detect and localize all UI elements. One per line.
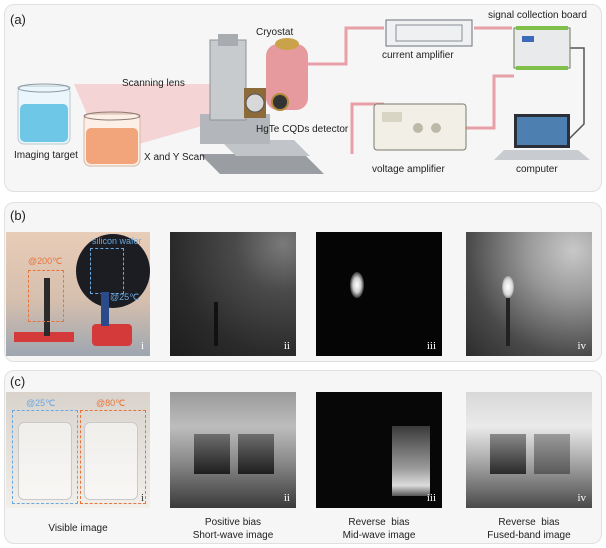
- red-clamp-left: [14, 332, 74, 342]
- c-ii-beaker-right: [238, 434, 274, 474]
- b-visible-photo: @200℃ silicon wafer @25℃ i: [6, 232, 150, 356]
- b-iii-hotspot: [350, 272, 364, 298]
- caption-short-wave-l2: Short-wave image: [192, 530, 274, 541]
- caption-fused-l2: Fused-band image: [487, 530, 571, 541]
- detector-label: HgTe CQDs detector: [256, 124, 349, 135]
- orange-beaker-icon: [83, 111, 141, 167]
- current-amplifier-icon: [385, 19, 473, 47]
- red-clamp-right: [92, 324, 132, 346]
- xy-scan-label: X and Y Scan: [144, 152, 205, 163]
- scanning-lens-icon: [244, 88, 266, 118]
- b-short-wave-image: ii: [170, 232, 296, 356]
- tag-25-box: [12, 410, 78, 504]
- signal-board-icon: [513, 26, 571, 70]
- tag-80-box: [80, 410, 146, 504]
- caption-visible-text: Visible image: [48, 523, 108, 534]
- voltage-amplifier-icon: [373, 103, 467, 151]
- c-visible-photo: @25℃ @80℃ i: [6, 392, 150, 508]
- b-numeral-ii: ii: [283, 340, 290, 352]
- cable-cryostat-current: [308, 26, 384, 66]
- caption-visible: Visible image: [6, 522, 150, 535]
- c-mid-wave-image: iii: [316, 392, 442, 508]
- setup-illustration: [17, 19, 590, 174]
- cryostat-label: Cryostat: [256, 27, 294, 38]
- blue-beaker-icon: [17, 83, 71, 145]
- c-numeral-i: i: [140, 492, 144, 504]
- c-numeral-ii: ii: [283, 492, 290, 504]
- b-iv-spike: [506, 298, 510, 346]
- left-glass-beaker: [18, 422, 72, 500]
- xy-stage-icon: [200, 34, 324, 174]
- computer-icon: [494, 114, 590, 160]
- cable-voltage: [350, 102, 384, 154]
- right-glass-beaker: [84, 422, 138, 500]
- c-iv-beaker-right: [534, 434, 570, 474]
- b-ii-spike: [214, 302, 218, 346]
- cable-computer: [563, 47, 585, 145]
- b-mid-wave-image: iii: [316, 232, 442, 356]
- cryostat-icon: [266, 38, 308, 111]
- caption-fused-l1: Reverse bias: [498, 517, 560, 528]
- tag-200: @200℃: [28, 256, 63, 266]
- caption-short-wave: Positive bias Short-wave image: [160, 516, 306, 542]
- c-numeral-iii: iii: [426, 492, 436, 504]
- c-numeral-iv: iv: [577, 492, 586, 504]
- c-ii-beaker-left: [194, 434, 230, 474]
- black-blackbody-disk: [76, 234, 150, 308]
- b-fused-image: iv: [466, 232, 592, 356]
- cable-voltage-board: [464, 74, 514, 130]
- tag-25: @25℃: [110, 292, 140, 302]
- current-amplifier-label: current amplifier: [382, 50, 454, 61]
- wafer-stand: [101, 292, 109, 326]
- scanning-lens-label: Scanning lens: [122, 78, 185, 89]
- computer-label: computer: [516, 164, 558, 175]
- wafer-box: [90, 248, 124, 294]
- c-short-wave-image: ii: [170, 392, 296, 508]
- voltage-amplifier-label: voltage amplifier: [372, 164, 445, 175]
- tag-80-c: @80℃: [96, 398, 126, 408]
- tag-200-box: [28, 270, 64, 322]
- b-numeral-iv: iv: [577, 340, 586, 352]
- imaging-target-label: Imaging target: [14, 150, 78, 161]
- caption-short-wave-l1: Positive bias: [204, 517, 262, 528]
- caption-mid-wave: Reverse bias Mid-wave image: [306, 516, 452, 542]
- panel-b-label: (b): [10, 208, 26, 223]
- panel-a-label: (a): [10, 12, 26, 27]
- caption-mid-wave-l1: Reverse bias: [348, 517, 410, 528]
- c-iv-beaker-left: [490, 434, 526, 474]
- caption-mid-wave-l2: Mid-wave image: [342, 530, 416, 541]
- b-numeral-iii: iii: [426, 340, 436, 352]
- tag-wafer: silicon wafer: [92, 236, 142, 246]
- c-fused-image: iv: [466, 392, 592, 508]
- signal-board-label: signal collection board: [488, 10, 587, 21]
- b-iv-hotspot: [502, 276, 514, 298]
- panel-c-label: (c): [10, 374, 26, 389]
- c-iii-hot-beaker: [392, 426, 430, 496]
- soldering-iron: [44, 278, 50, 336]
- b-numeral-i: i: [140, 340, 144, 352]
- caption-fused: Reverse bias Fused-band image: [456, 516, 602, 542]
- tag-25-c: @25℃: [26, 398, 56, 408]
